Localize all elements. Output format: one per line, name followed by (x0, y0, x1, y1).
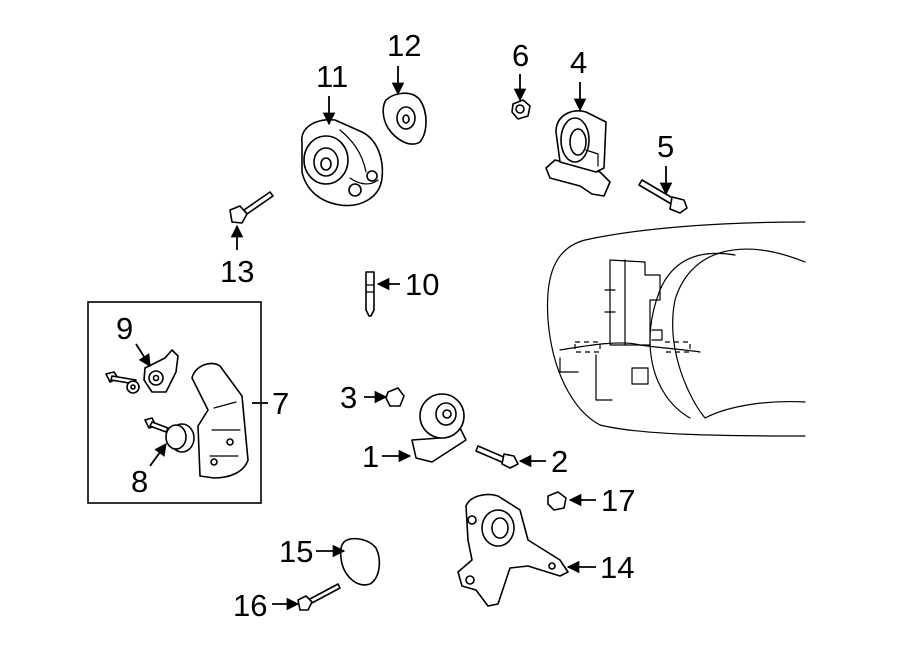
part-8-bushing (144, 417, 195, 453)
part-1-mount (411, 393, 467, 463)
part-10-stud (365, 271, 375, 317)
part-15-pad (339, 537, 381, 586)
part-6-nut (511, 99, 531, 120)
callout-3: 3 (340, 380, 357, 415)
callout-16: 16 (233, 588, 267, 623)
callout-9: 9 (116, 311, 133, 346)
callout-11: 11 (316, 59, 348, 94)
part-2-bolt (475, 445, 519, 469)
part-13-bolt (229, 191, 274, 224)
callout-7: 7 (272, 386, 289, 421)
callout-8: 8 (131, 464, 148, 499)
callout-2: 2 (551, 444, 568, 479)
part-11-engine-mount (301, 118, 384, 207)
callout-17: 17 (601, 483, 635, 518)
callout-1: 1 (362, 439, 379, 474)
part-4-mount (545, 110, 611, 197)
callout-15: 15 (279, 534, 313, 569)
callout-14: 14 (600, 550, 634, 585)
callout-10: 10 (405, 267, 439, 302)
part-9-bracket (105, 349, 179, 394)
callout-5: 5 (657, 129, 674, 164)
leader-lines (135, 66, 673, 611)
callout-4: 4 (570, 45, 587, 80)
callout-6: 6 (512, 38, 529, 73)
part-12-plate (382, 92, 427, 145)
part-14-bracket (457, 493, 569, 607)
part-7-bracket (191, 362, 249, 479)
callout-12: 12 (387, 28, 421, 63)
part-17-nut (547, 491, 567, 511)
callout-13: 13 (220, 254, 254, 289)
part-3-nut (385, 387, 405, 407)
part-5-bolt (638, 179, 688, 214)
part-16-bolt (297, 583, 341, 611)
vehicle-outline (546, 221, 806, 437)
